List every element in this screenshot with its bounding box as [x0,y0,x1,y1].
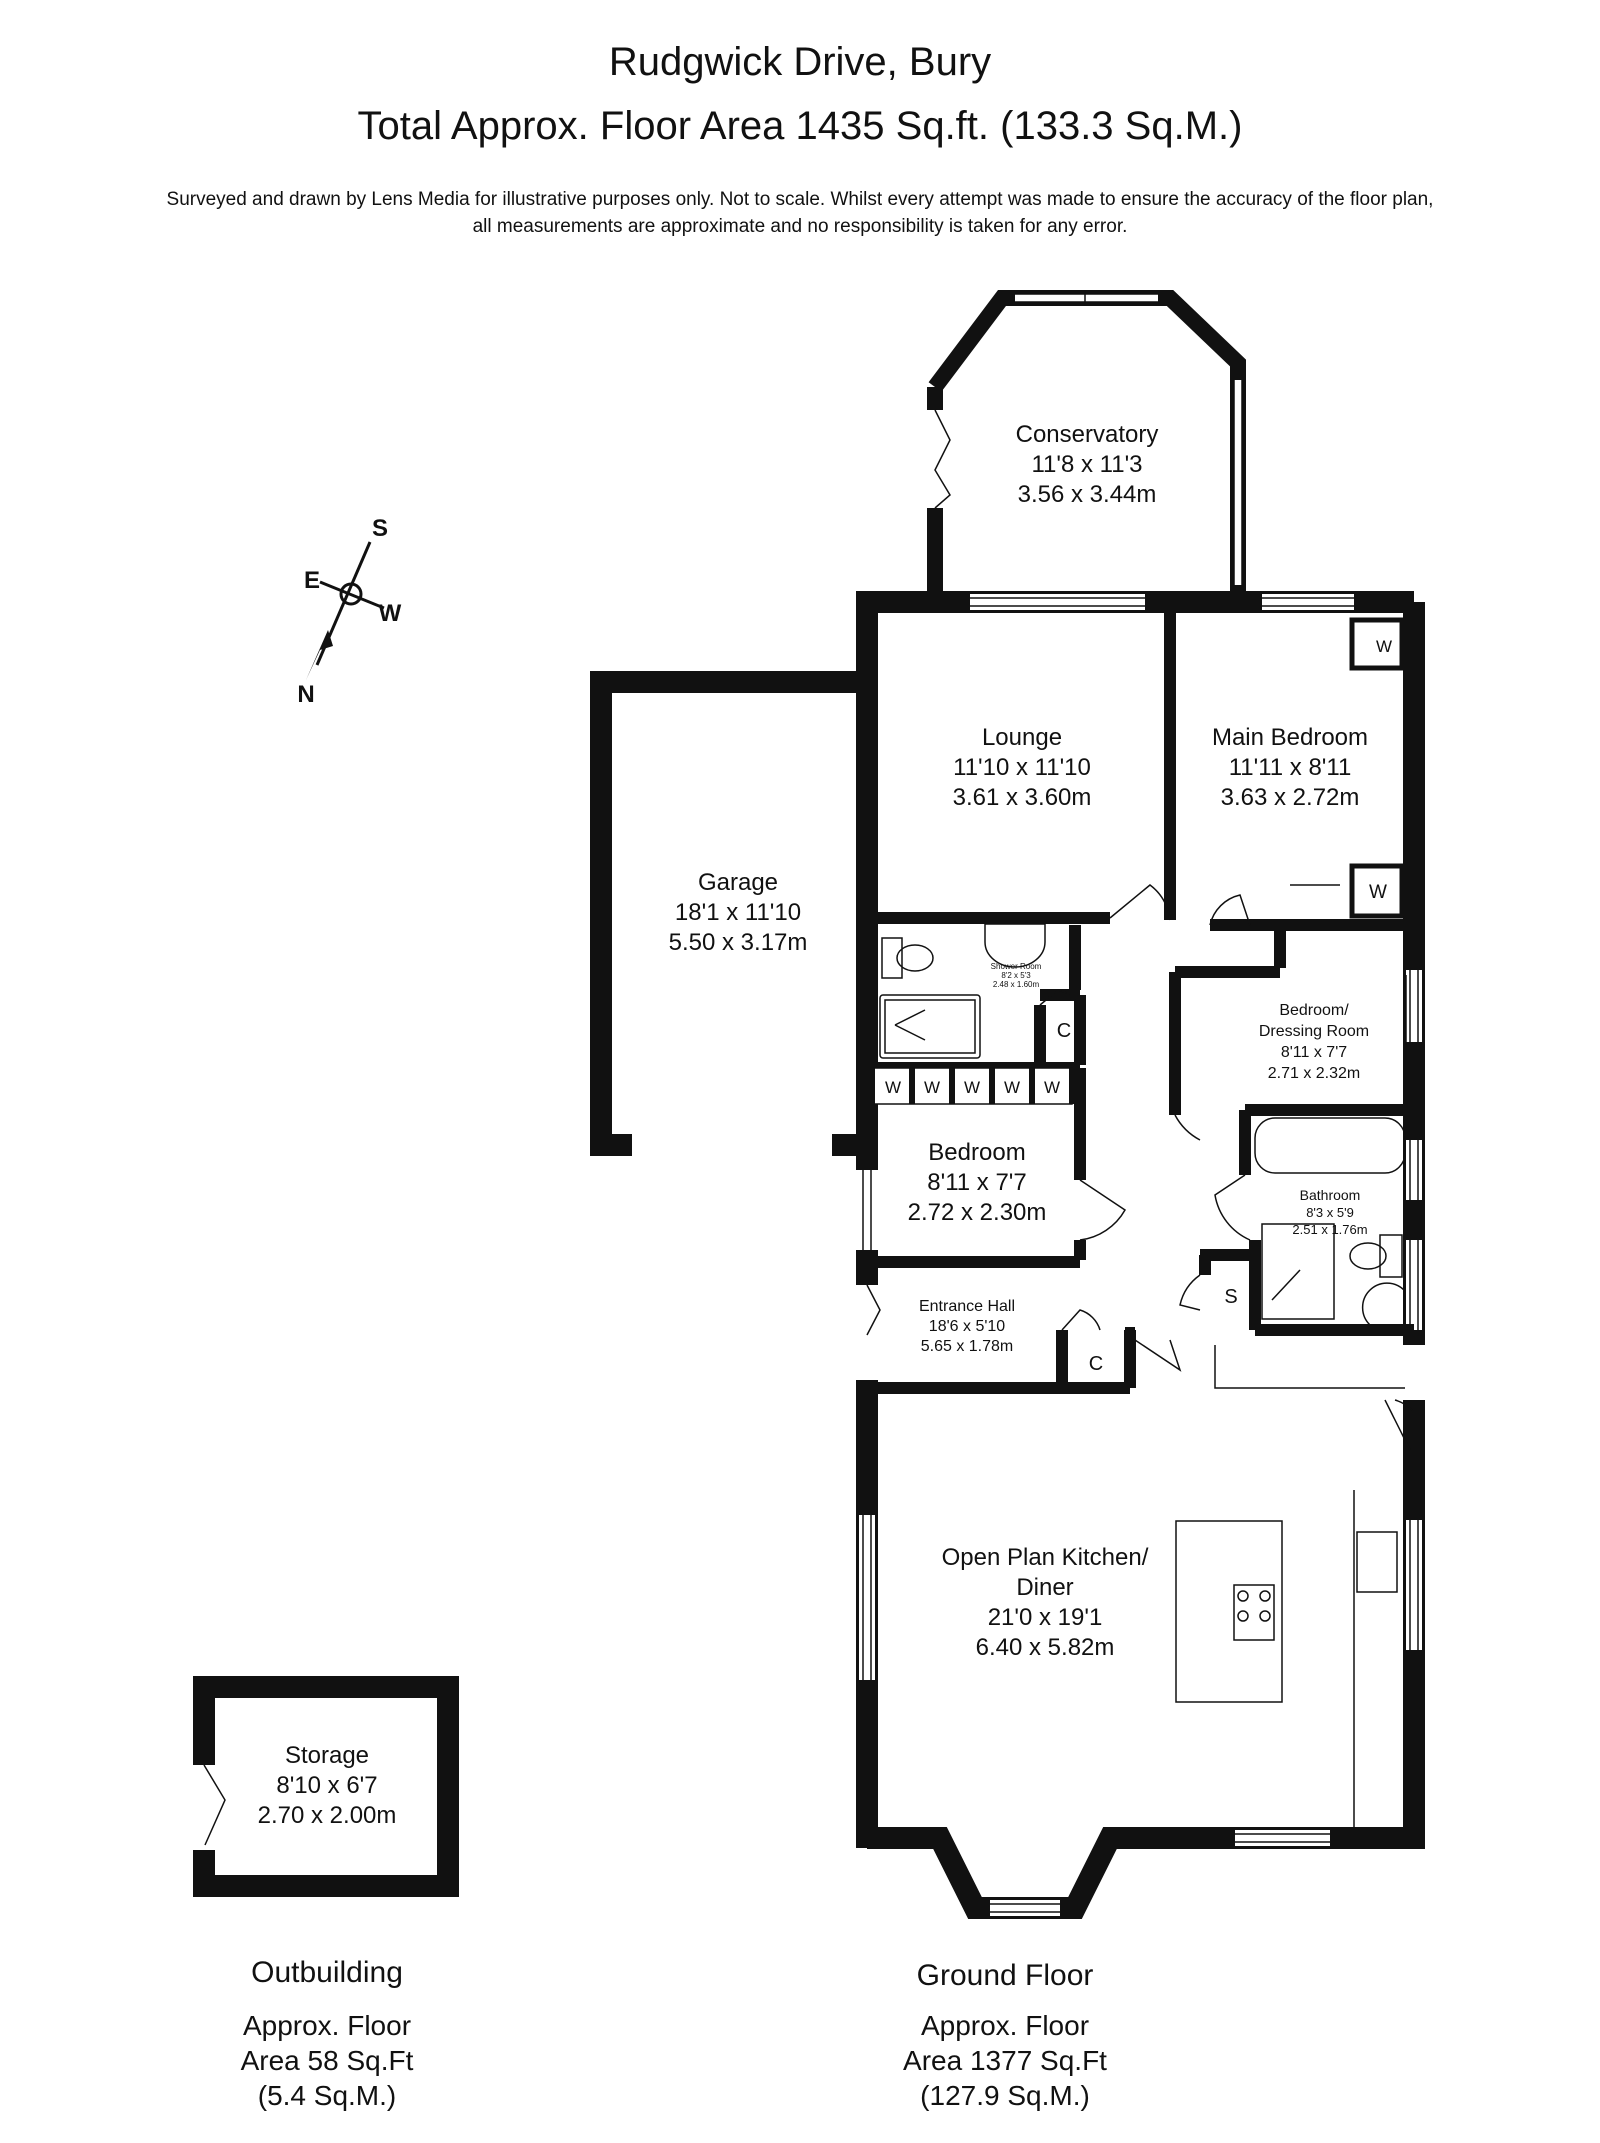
entrance-hall-imperial: 18'6 x 5'10 [929,1318,1005,1335]
conservatory-metric: 3.56 x 3.44m [1018,481,1157,508]
dressing-room-name-2: Dressing Room [1259,1023,1369,1040]
cupboards: C C S [1057,1020,1238,1375]
disclaimer-line-1: Surveyed and drawn by Lens Media for ill… [166,189,1434,210]
garage-metric: 5.50 x 3.17m [669,929,808,956]
conservatory-walls [927,290,1246,602]
outbuilding-line-3: (5.4 Sq.M.) [257,2080,397,2111]
compass-s-label: S [372,515,388,542]
house-windows [859,594,1422,1916]
wardrobe-main-bottom-label: W [1369,882,1387,903]
lounge-imperial: 11'10 x 11'10 [953,754,1091,781]
outbuilding-line-1: Approx. Floor [242,2010,412,2041]
bathroom-metric: 2.51 x 1.76m [1292,1222,1367,1237]
dressing-room-imperial: 8'11 x 7'7 [1281,1044,1347,1061]
main-bedroom-wardrobes: W W [1290,617,1405,919]
store-cupboard-label: S [1224,1286,1237,1308]
lounge-metric: 3.61 x 3.60m [953,784,1092,811]
ground-floor-line-1: Approx. Floor [920,2010,1090,2041]
conservatory-imperial: 11'8 x 11'3 [1031,451,1142,478]
compass-w-label: W [379,600,402,627]
bedroom-imperial: 8'11 x 7'7 [927,1169,1026,1196]
cupboard-shower-label: C [1057,1020,1071,1042]
storage-imperial: 8'10 x 6'7 [276,1772,377,1799]
dressing-room-name-1: Bedroom/ [1279,1002,1349,1019]
storage-walls [193,1676,459,1897]
total-area: Total Approx. Floor Area 1435 Sq.ft. (13… [357,104,1243,148]
storage-metric: 2.70 x 2.00m [258,1802,397,1829]
entrance-hall-name: Entrance Hall [919,1298,1015,1315]
bathroom-name: Bathroom [1300,1187,1361,1203]
main-bedroom-imperial: 11'11 x 8'11 [1229,754,1352,781]
main-bedroom-metric: 3.63 x 2.72m [1221,784,1360,811]
kitchen-name-2: Diner [1016,1574,1073,1601]
conservatory-name: Conservatory [1016,421,1159,448]
entrance-hall-metric: 5.65 x 1.78m [921,1338,1014,1355]
kitchen-metric: 6.40 x 5.82m [976,1634,1115,1661]
wardrobe-1-label: W [885,1078,901,1097]
disclaimer-line-2: all measurements are approximate and no … [472,216,1128,237]
wardrobe-5-label: W [1044,1078,1060,1097]
compass-n-label: N [297,681,314,708]
compass-icon: S E W N [297,515,401,708]
bedroom-name: Bedroom [928,1139,1025,1166]
lounge-name: Lounge [982,724,1062,751]
bedroom-metric: 2.72 x 2.30m [908,1199,1047,1226]
main-bedroom-name: Main Bedroom [1212,724,1368,751]
shower-room-name: Shower Room [991,962,1042,971]
garage-walls [590,671,867,1156]
garage-name: Garage [698,869,778,896]
dressing-room-metric: 2.71 x 2.32m [1268,1065,1361,1082]
door-swings [866,884,1413,1451]
wardrobe-2-label: W [924,1078,940,1097]
compass-e-label: E [304,567,320,594]
cupboard-hall-label: C [1089,1353,1103,1375]
outbuilding-line-2: Area 58 Sq.Ft [240,2045,414,2076]
ground-floor-line-3: (127.9 Sq.M.) [920,2080,1090,2111]
bedroom-wardrobes: W W W W W [869,1067,1075,1105]
wardrobe-4-label: W [1004,1078,1020,1097]
kitchen-fittings [1175,1345,1405,1828]
kitchen-imperial: 21'0 x 19'1 [988,1604,1103,1631]
storage-name: Storage [285,1742,369,1769]
plan-address: Rudgwick Drive, Bury [608,40,992,84]
shower-room-metric: 2.48 x 1.60m [993,980,1040,989]
wardrobe-3-label: W [964,1078,980,1097]
bathroom-imperial: 8'3 x 5'9 [1306,1205,1354,1220]
shower-room-imperial: 8'2 x 5'3 [1001,971,1031,980]
room-labels: Conservatory 11'8 x 11'3 3.56 x 3.44m Lo… [258,421,1370,1829]
interior-walls [867,602,1414,1394]
wardrobe-main-top-label: W [1376,637,1392,656]
ground-floor-label: Ground Floor [916,1959,1094,1992]
bathroom-fittings [1254,1117,1406,1326]
kitchen-name-1: Open Plan Kitchen/ [942,1544,1149,1571]
ground-floor-line-2: Area 1377 Sq.Ft [903,2045,1107,2076]
shower-room-fittings [879,923,1046,1059]
garage-imperial: 18'1 x 11'10 [675,899,801,926]
outbuilding-label: Outbuilding [251,1956,403,1989]
